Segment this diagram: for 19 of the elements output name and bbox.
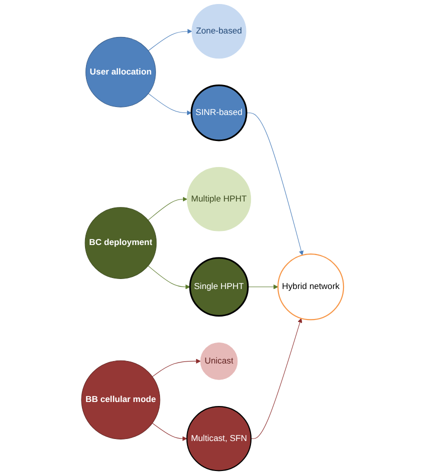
- node-circle: Multiple HPHT: [186, 167, 252, 232]
- arrow: [152, 358, 201, 377]
- node-circle: Multicast, SFN: [186, 406, 252, 472]
- node-circle: Unicast: [200, 342, 238, 380]
- node-circle: BC deployment: [84, 207, 157, 279]
- arrow: [250, 318, 302, 439]
- arrow: [248, 284, 278, 290]
- arrow: [148, 93, 192, 116]
- arrow: [246, 112, 304, 256]
- node-circle: User allocation: [86, 36, 156, 108]
- node-circle: Hybrid network: [277, 254, 344, 320]
- node-circle: SINR-based: [190, 84, 248, 142]
- arrow: [148, 28, 192, 52]
- arrow: [148, 266, 190, 290]
- arrow: [152, 422, 188, 441]
- node-circle: BB cellular mode: [81, 360, 160, 440]
- node-circle: Zone-based: [192, 4, 246, 59]
- node-circle: Single HPHT: [189, 257, 249, 317]
- arrow: [148, 196, 188, 220]
